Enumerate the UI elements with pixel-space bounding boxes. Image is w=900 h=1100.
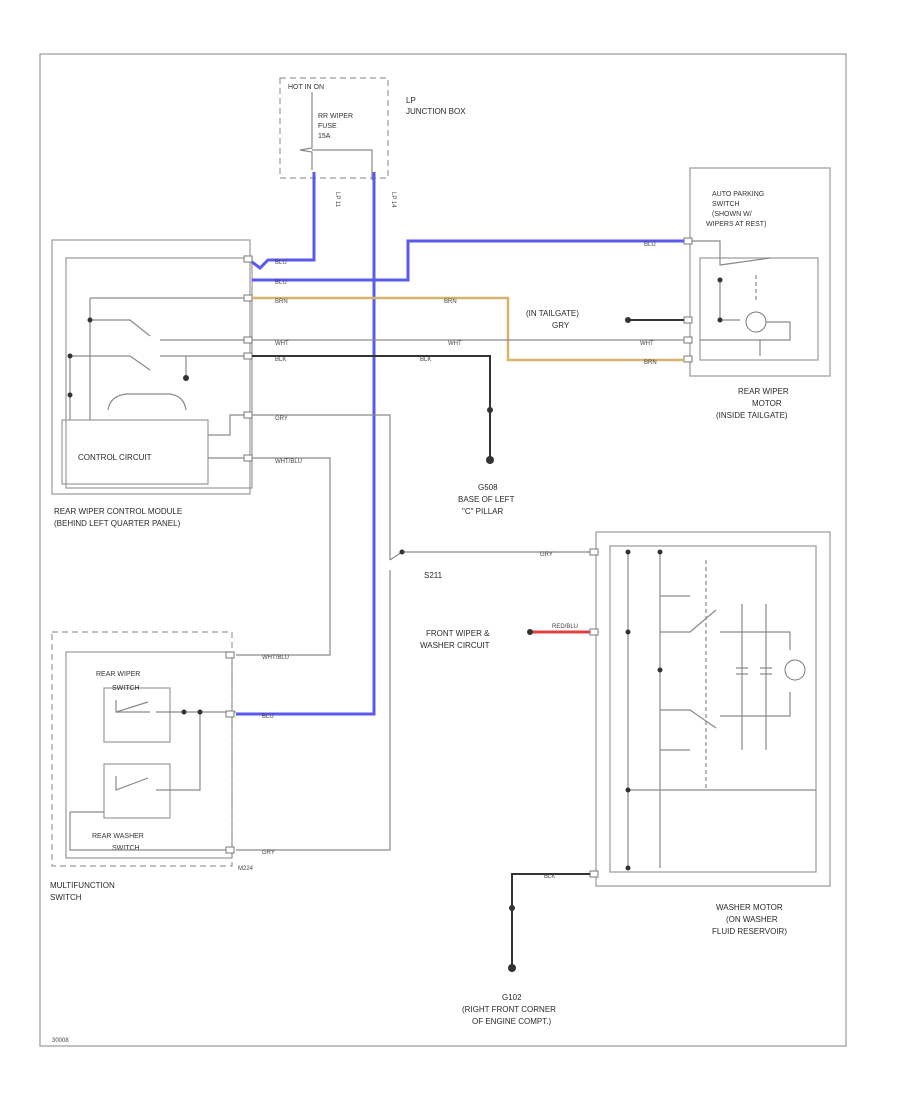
wire-blu [252,239,684,282]
in-tailgate-label: (IN TAILGATE) [526,309,579,318]
wire-label-wht: WHT [640,341,654,347]
diagram-frame [39,53,847,1047]
wire-label-brn: BRN [444,299,457,305]
rear-wiper-switch-label: REAR WIPER [96,671,140,678]
junction-pin-label: LP 11 [334,192,340,208]
multifunction-switch-name: MULTIFUNCTION [50,881,115,890]
ground-g508-label: "C" PILLAR [462,507,503,516]
junction-pin-label: LP 14 [390,192,396,208]
fuse-label: RR WIPER [318,113,353,120]
control-circuit-label: CONTROL CIRCUIT [78,453,152,462]
auto-parking-switch-label: AUTO PARKING [712,191,764,198]
wire-label-blk: BLK [544,874,555,880]
multifunction-conn-id: M224 [238,866,254,872]
wire-label-wht: WHT [275,341,289,347]
ground-g508-label: BASE OF LEFT [458,495,515,504]
washer-motor-name: FLUID RESERVOIR) [712,927,787,936]
rear-wiper-motor-name: (INSIDE TAILGATE) [716,411,788,420]
wire-blk [511,873,590,968]
multifunction-switch: REAR WIPER SWITCH REAR WASHER SWITCH MUL… [50,631,254,902]
splice-s211-label: S211 [424,571,443,580]
front-wiper-circuit-label: FRONT WIPER & [426,629,490,638]
wire-blu [236,172,376,716]
auto-parking-switch-label: (SHOWN W/ [712,211,752,218]
wire-label-brn: BRN [644,360,657,366]
rear-washer-switch-label: SWITCH [112,845,140,852]
ground-g508-label: G508 [478,483,498,492]
page-code: 30008 [52,1038,69,1044]
wire-label-blu: BLU [275,280,287,286]
wire-label-blk: BLK [275,357,286,363]
wire-blu [251,172,316,270]
washer-motor: WASHER MOTOR (ON WASHER FLUID RESERVOIR) [589,531,831,936]
ground-g102-label: G102 [502,993,522,1002]
wire-gry [252,414,391,560]
rear-wiper-control-module: CONTROL CIRCUIT REAR WIPER CONTROL MODUL… [51,239,253,528]
fuse-rating: 15A [318,133,331,140]
rear-wiper-motor-name: REAR WIPER [738,387,789,396]
wire-label-wht-blu: WHT/BLU [275,459,302,465]
wire-label-brn: BRN [275,299,288,305]
rear-wiper-motor-name: MOTOR [752,399,782,408]
wire-label-blu: BLU [275,260,287,266]
junction-box-name: LP [406,96,416,105]
control-circuit-box [61,419,209,485]
wire-label-gry: GRY [262,850,275,856]
auto-parking-switch-label: SWITCH [712,201,740,208]
wire-label-wht: WHT [448,341,462,347]
wire-label-wht-blu: WHT/BLU [262,655,289,661]
ground-g102-label: OF ENGINE COMPT.) [472,1017,551,1026]
multifunction-switch-name: SWITCH [50,893,82,902]
in-tailgate-label: GRY [552,321,570,330]
rear-wiper-motor: AUTO PARKING SWITCH (SHOWN W/ WIPERS AT … [683,167,831,420]
fuse-label: FUSE [318,123,337,130]
rear-wiper-switch-label: SWITCH [112,685,140,692]
junction-box-hot-label: HOT IN ON [288,84,324,91]
wire-label-gry: GRY [275,416,288,422]
ground-g102-label: (RIGHT FRONT CORNER [462,1005,556,1014]
wire-label-blu: BLU [644,242,656,248]
control-module-name: REAR WIPER CONTROL MODULE [54,507,182,516]
wire-blk [252,355,491,460]
wire-label-gry: GRY [540,552,553,558]
front-wiper-circuit-label: WASHER CIRCUIT [420,641,490,650]
wire-wht-blu [236,457,331,656]
wire-brn [252,296,684,362]
wire-label-red-blu: RED/BLU [552,624,578,630]
junction-box: HOT IN ON RR WIPER FUSE 15A LP JUNCTION … [279,77,466,208]
wire-label-blu: BLU [262,714,274,720]
junction-box-name: JUNCTION BOX [406,107,466,116]
wire-label-blk: BLK [420,357,431,363]
washer-motor-name: (ON WASHER [726,915,778,924]
rear-washer-switch-box [103,763,171,819]
auto-parking-switch-label: WIPERS AT REST) [706,221,766,228]
rear-washer-switch-label: REAR WASHER [92,833,144,840]
control-module-name: (BEHIND LEFT QUARTER PANEL) [54,519,181,528]
washer-motor-name: WASHER MOTOR [716,903,783,912]
rear-wiper-switch-box [103,687,171,743]
